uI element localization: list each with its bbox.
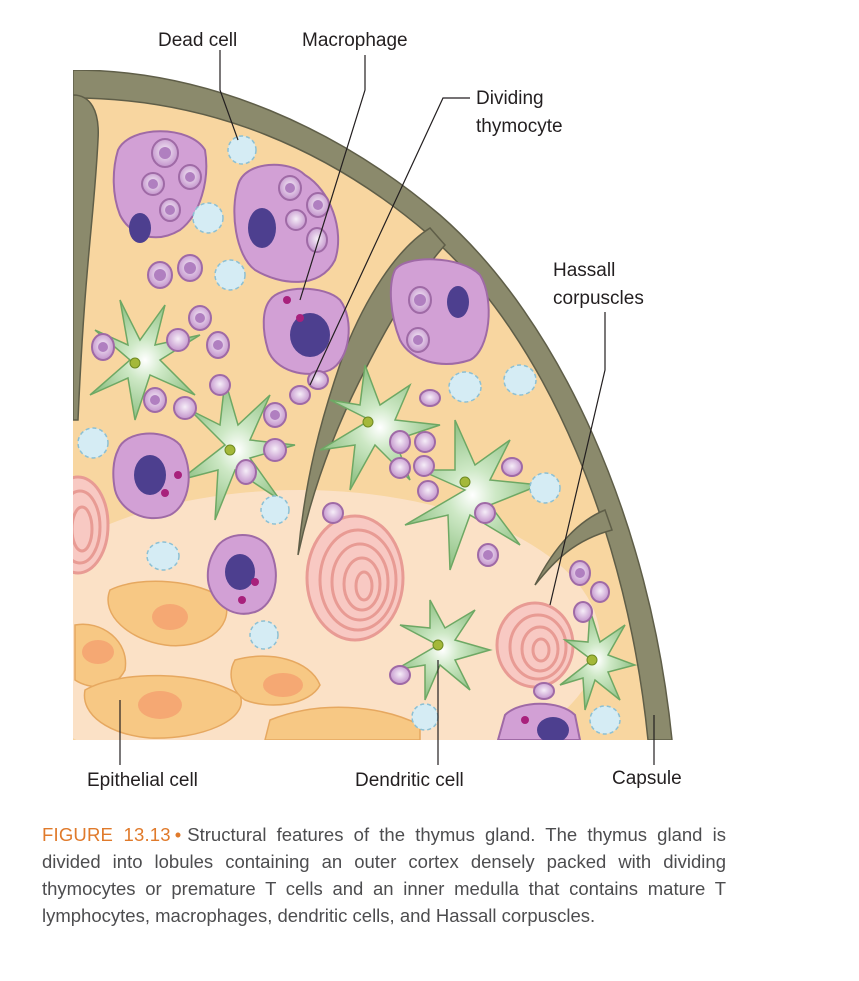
label-hassall-line1: Hassall (553, 260, 615, 281)
caption-bullet: • (174, 824, 182, 845)
leader-macrophage (299, 55, 366, 301)
macrophages (112, 130, 582, 740)
label-epithelial-cell: Epithelial cell (87, 770, 198, 791)
leader-hassall (549, 312, 606, 606)
thymocyte-nuclei (98, 147, 585, 578)
trabecula-left (73, 94, 99, 421)
hassall-corpuscle-left (73, 475, 110, 575)
hassall-corpuscle-large (305, 514, 405, 642)
dendritic-nuclei (129, 357, 598, 666)
label-macrophage: Macrophage (302, 30, 408, 51)
label-dividing-line2: thymocyte (476, 116, 563, 137)
epithelial-cells (74, 580, 421, 740)
leader-lines (119, 50, 655, 765)
trabecula-right (534, 509, 613, 586)
figure-number: FIGURE 13.13 (42, 824, 171, 845)
label-dividing-line1: Dividing (476, 88, 544, 109)
granules (161, 296, 529, 724)
leader-dividing-thymocyte (309, 97, 470, 386)
leader-dead-cell (219, 50, 239, 141)
thymus-diagram: Dead cell Macrophage Dividing thymocyte … (73, 30, 682, 791)
label-dendritic-cell: Dendritic cell (355, 770, 464, 791)
hassall-corpuscle-small (495, 601, 575, 689)
capsule-band (73, 70, 673, 740)
label-dead-cell: Dead cell (158, 30, 237, 51)
label-capsule: Capsule (612, 768, 682, 789)
figure-caption: FIGURE 13.13•Structural features of the … (42, 821, 726, 929)
label-hassall-line2: corpuscles (553, 288, 644, 309)
caption-text: Structural features of the thymus gland.… (42, 824, 726, 926)
dead-cells (77, 135, 621, 735)
